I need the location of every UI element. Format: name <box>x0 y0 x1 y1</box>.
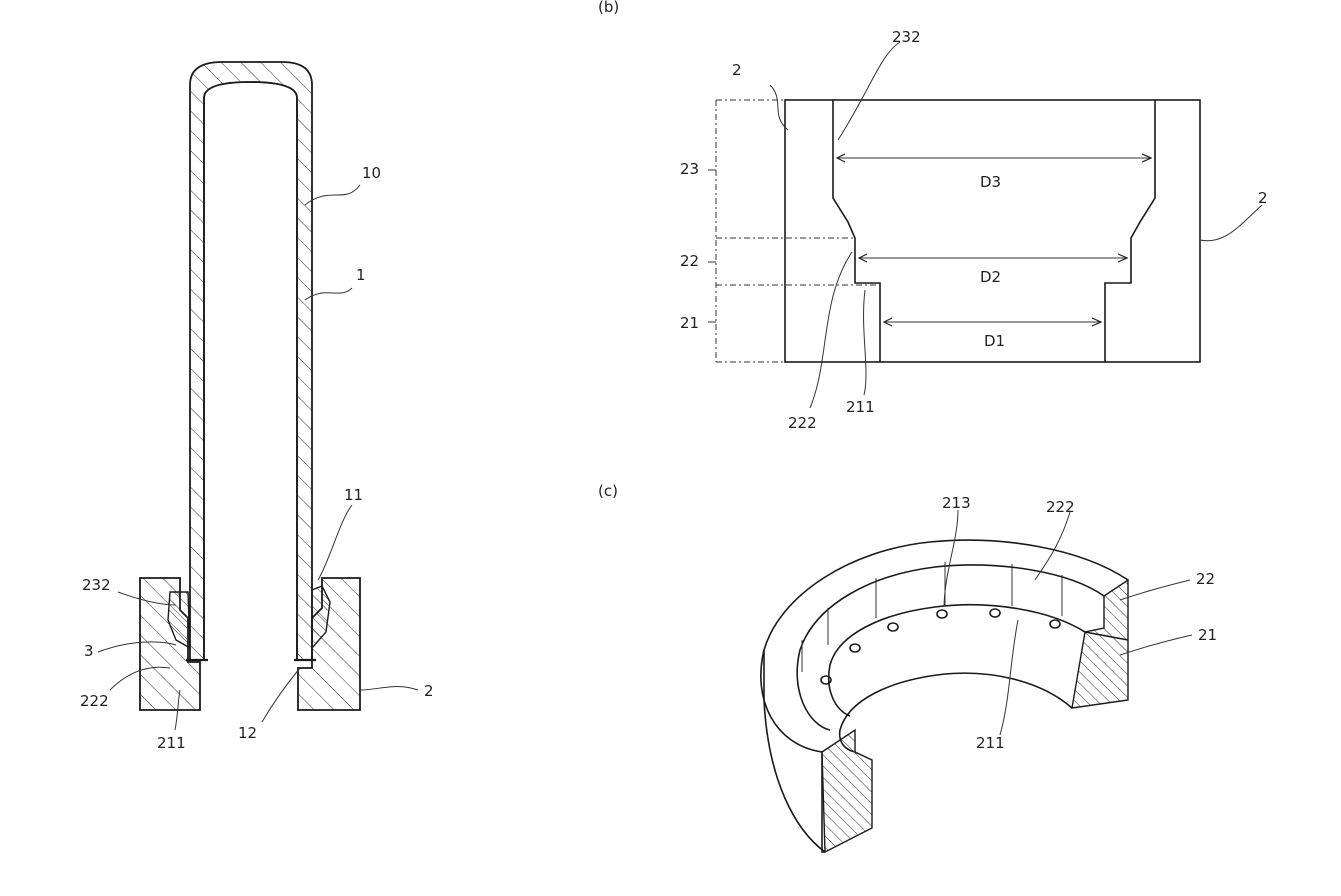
label-21: 21 <box>680 314 699 332</box>
label-22: 22 <box>680 252 699 270</box>
label-22-c: 22 <box>1196 570 1215 588</box>
label-10: 10 <box>362 164 381 182</box>
label-D3: D3 <box>980 173 1001 191</box>
label-222: 222 <box>80 692 109 710</box>
panel-label-c: (c) <box>598 482 618 500</box>
label-12: 12 <box>238 724 257 742</box>
tube-wall <box>190 62 312 660</box>
figure-b: (b) 2 232 2 23 22 21 D3 D2 D1 222 <box>598 0 1268 432</box>
label-213: 213 <box>942 494 971 512</box>
label-11: 11 <box>344 486 363 504</box>
label-21-c: 21 <box>1198 626 1217 644</box>
label-23: 23 <box>680 160 699 178</box>
label-2-left: 2 <box>732 61 742 79</box>
label-3: 3 <box>84 642 94 660</box>
label-1: 1 <box>356 266 366 284</box>
label-211-b: 211 <box>846 398 875 416</box>
figure-c: (c) 2 <box>598 482 1217 852</box>
label-2-right: 2 <box>1258 189 1268 207</box>
label-D1: D1 <box>984 332 1005 350</box>
label-232: 232 <box>82 576 111 594</box>
label-222-c: 222 <box>1046 498 1075 516</box>
figure-a: 10 1 11 232 3 222 211 12 2 <box>80 62 434 752</box>
label-2: 2 <box>424 682 434 700</box>
label-D2: D2 <box>980 268 1001 286</box>
label-232-b: 232 <box>892 28 921 46</box>
label-222-b: 222 <box>788 414 817 432</box>
label-211: 211 <box>157 734 186 752</box>
label-211-c: 211 <box>976 734 1005 752</box>
panel-label-b: (b) <box>598 0 619 16</box>
